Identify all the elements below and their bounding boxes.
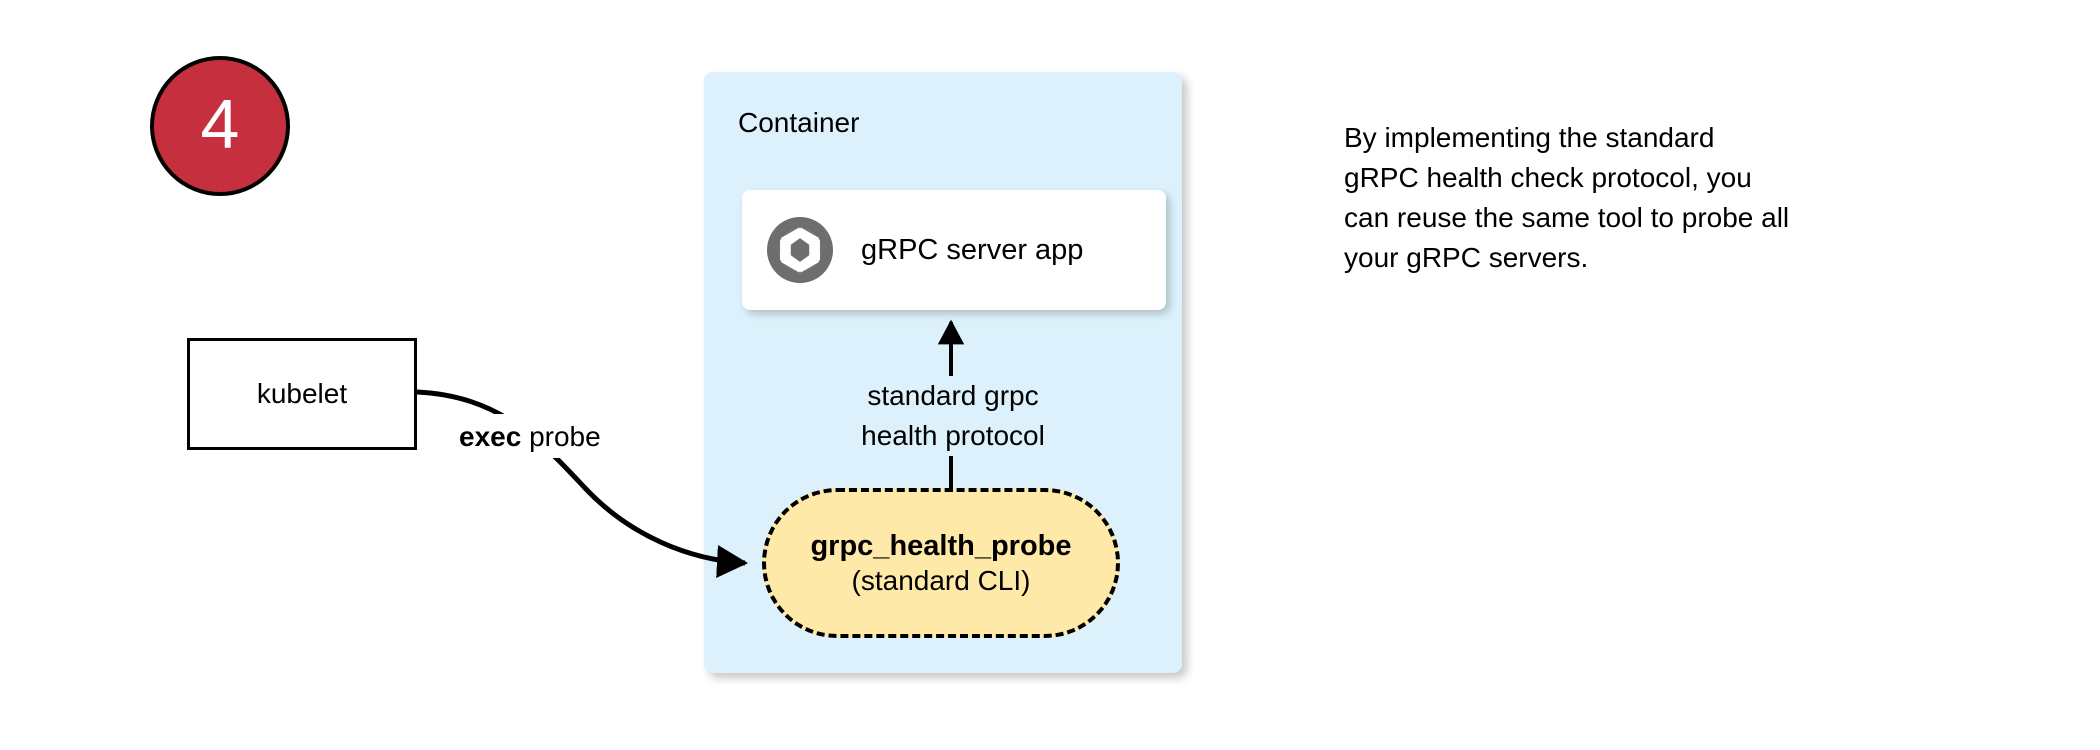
- container-title: Container: [738, 107, 860, 138]
- exec-probe-label: exec probe: [459, 419, 601, 455]
- step-number-badge: 4: [150, 56, 290, 196]
- kubelet-label: kubelet: [256, 378, 348, 409]
- exec-probe-label-rest: probe: [521, 421, 601, 452]
- grpc-server-app-label: gRPC server app: [861, 234, 1084, 266]
- side-note: By implementing the standard gRPC health…: [1344, 118, 1914, 278]
- aperture-icon: [767, 217, 833, 283]
- side-note-line-2: gRPC health check protocol, you: [1344, 162, 1752, 193]
- grpc-health-probe-subtitle: (standard CLI): [851, 565, 1031, 596]
- grpc-health-probe-title: grpc_health_probe: [810, 530, 1072, 562]
- exec-probe-label-backdrop: [452, 414, 640, 458]
- step-number-label: 4: [200, 85, 240, 163]
- health-protocol-label: standard grpc health protocol: [838, 376, 1068, 456]
- grpc-server-app-card: gRPC server app: [742, 190, 1166, 310]
- side-note-line-1: By implementing the standard: [1344, 122, 1715, 153]
- health-protocol-label-line1: standard grpc: [867, 380, 1039, 411]
- side-note-line-4: your gRPC servers.: [1344, 242, 1589, 273]
- health-protocol-label-line2: health protocol: [861, 420, 1045, 451]
- grpc-health-probe-node: grpc_health_probe (standard CLI): [762, 488, 1120, 638]
- exec-probe-label-bold: exec: [459, 421, 522, 452]
- kubelet-node: kubelet: [187, 338, 417, 450]
- side-note-line-3: can reuse the same tool to probe all: [1344, 202, 1790, 233]
